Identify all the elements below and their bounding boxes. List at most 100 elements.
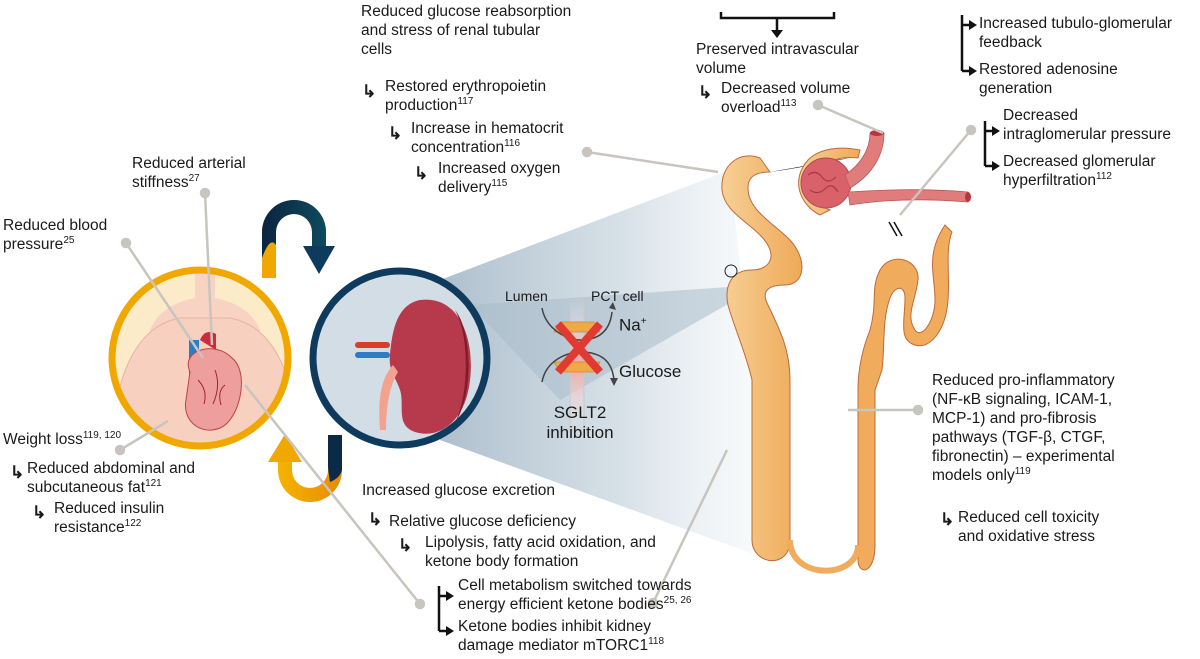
item-line: pressure [3,236,64,253]
item-line: Decreased volume [721,80,851,97]
item-line: Decreased [1003,107,1078,124]
sub-arrow-icon: ↳ [388,124,403,143]
heading-line: Preserved intravascular [696,41,859,58]
sub-arrow-icon: ↳ [398,536,413,555]
item-line: energy efficient ketone bodies [458,596,664,613]
reference: 27 [188,173,200,184]
sodium-charge: + [640,316,647,327]
volume-heading: Preserved intravascular volume [696,40,859,78]
sub-arrow-icon: ↳ [362,82,377,101]
item-line: Increased tubulo-glomerular [979,15,1172,32]
adenosine-item: Restored adenosine generation [979,60,1118,98]
insulin-resistance-item: Reduced insulin resistance122 [54,499,164,537]
item-line: Increase in hematocrit [411,120,564,137]
weight-loss-text: Weight loss [3,431,83,448]
item-line: resistance [54,519,125,536]
item-line: Increased oxygen [438,160,561,177]
reference: 116 [504,138,521,149]
ketone-metabolism-item: Cell metabolism switched towards energy … [458,576,691,614]
sodium-text: Na [619,315,641,335]
inhibition-x-icon [554,321,604,375]
erythropoietin-item: Restored erythropoietin production117 [385,77,546,115]
sub-arrow-icon: ↳ [32,503,47,522]
item-line: Cell metabolism switched towards [458,577,692,594]
connector-lines [114,99,977,610]
item-line: Reduced insulin [54,500,165,517]
item-line: Reduced cell toxicity [958,509,1100,526]
item-line: overload [721,99,781,116]
item-line: generation [979,80,1053,97]
blood-pressure-label: Reduced blood pressure25 [3,216,107,254]
item-line: Reduced abdominal and [27,460,196,477]
sglt2-caption: SGLT2 inhibition [545,403,615,443]
item-line: subcutaneous fat [27,479,146,496]
reference: 121 [145,478,162,489]
body-circle [112,270,288,446]
reference: 117 [457,96,474,107]
volume-overload-item: Decreased volume overload113 [721,79,850,117]
tubulo-glomerular-item: Increased tubulo-glomerular feedback [979,14,1172,52]
cycle-arrow-top [262,200,335,278]
lumen-label: Lumen [505,288,548,304]
lipolysis-item: Lipolysis, fatty acid oxidation, and ket… [425,533,656,571]
glucose-label: Glucose [619,362,682,381]
reference: 25 [63,235,75,246]
abdominal-fat-item: Reduced abdominal and subcutaneous fat12… [27,459,195,497]
sub-arrow-icon: ↳ [698,83,713,102]
sglt2-transporter [541,299,618,431]
item-line: damage mediator mTORC1 [458,637,649,654]
intraglomerular-item: Decreased intraglomerular pressure [1003,106,1171,144]
reference: 119 [1014,466,1031,477]
glucose-deficiency-item: Relative glucose deficiency [389,513,576,530]
heading-line: cells [361,41,393,58]
pct-cell-label: PCT cell [591,288,644,304]
item-line: Reduced pro-inflammatory [932,372,1115,389]
reference: 112 [1096,171,1112,182]
heading-line: volume [696,60,746,77]
item-line: and oxidative stress [958,528,1095,545]
item-line: Restored erythropoietin [385,78,547,95]
item-line: pathways (TGF-β, CTGF, [932,429,1106,446]
hyperfiltration-item: Decreased glomerular hyperfiltration112 [1003,152,1156,190]
item-line: Lipolysis, fatty acid oxidation, and [425,534,656,551]
weight-loss-label: Weight loss119, 120 [3,430,121,449]
cell-toxicity-item: Reduced cell toxicity and oxidative stre… [958,508,1099,546]
kidney-icon [355,299,471,434]
item-line: ketone body formation [425,553,579,570]
item-line: models only [932,467,1015,484]
arterial-stiffness-label: Reduced arterial stiffness27 [132,154,246,192]
renal-tubular-heading: Reduced glucose reabsorption and stress … [361,2,571,59]
sub-arrow-icon: ↳ [414,164,429,183]
item-line: production [385,97,458,114]
glucose-excretion-heading: Increased glucose excretion [362,482,556,499]
item-line: Reduced arterial [132,155,246,172]
item-line: feedback [979,34,1042,51]
reference: 122 [124,518,142,529]
inflammation-text: Reduced pro-inflammatory (NF-κB signalin… [932,371,1115,485]
item-line: fibronectin) – experimental [932,448,1115,465]
item-line: MCP-1) and pro-fibrosis [932,410,1097,427]
item-line: Reduced blood [3,217,108,234]
heading-line: Reduced glucose reabsorption [361,3,572,20]
item-line: concentration [411,139,505,156]
sub-arrow-icon: ↳ [940,510,955,529]
item-line: Decreased glomerular [1003,153,1156,170]
item-line: intraglomerular pressure [1003,126,1171,143]
sub-arrow-icon: ↳ [368,510,383,529]
reference: 113 [780,98,797,109]
reference: 25, 26 [663,595,692,606]
heading-line: and stress of renal tubular [361,22,541,39]
kidney-circle-ring [309,267,491,449]
caption-line: inhibition [546,423,614,442]
item-line: Ketone bodies inhibit kidney [458,618,652,635]
reference: 119, 120 [82,430,122,441]
hematocrit-item: Increase in hematocrit concentration116 [411,119,564,157]
heart-icon [184,348,242,431]
sub-arrow-icon: ↳ [10,463,25,482]
caption-line: SGLT2 [553,403,607,422]
item-line: delivery [438,179,492,196]
nephron-icon [721,130,971,574]
mtorc1-item: Ketone bodies inhibit kidney damage medi… [458,617,664,655]
body-circle-ring [108,266,292,450]
